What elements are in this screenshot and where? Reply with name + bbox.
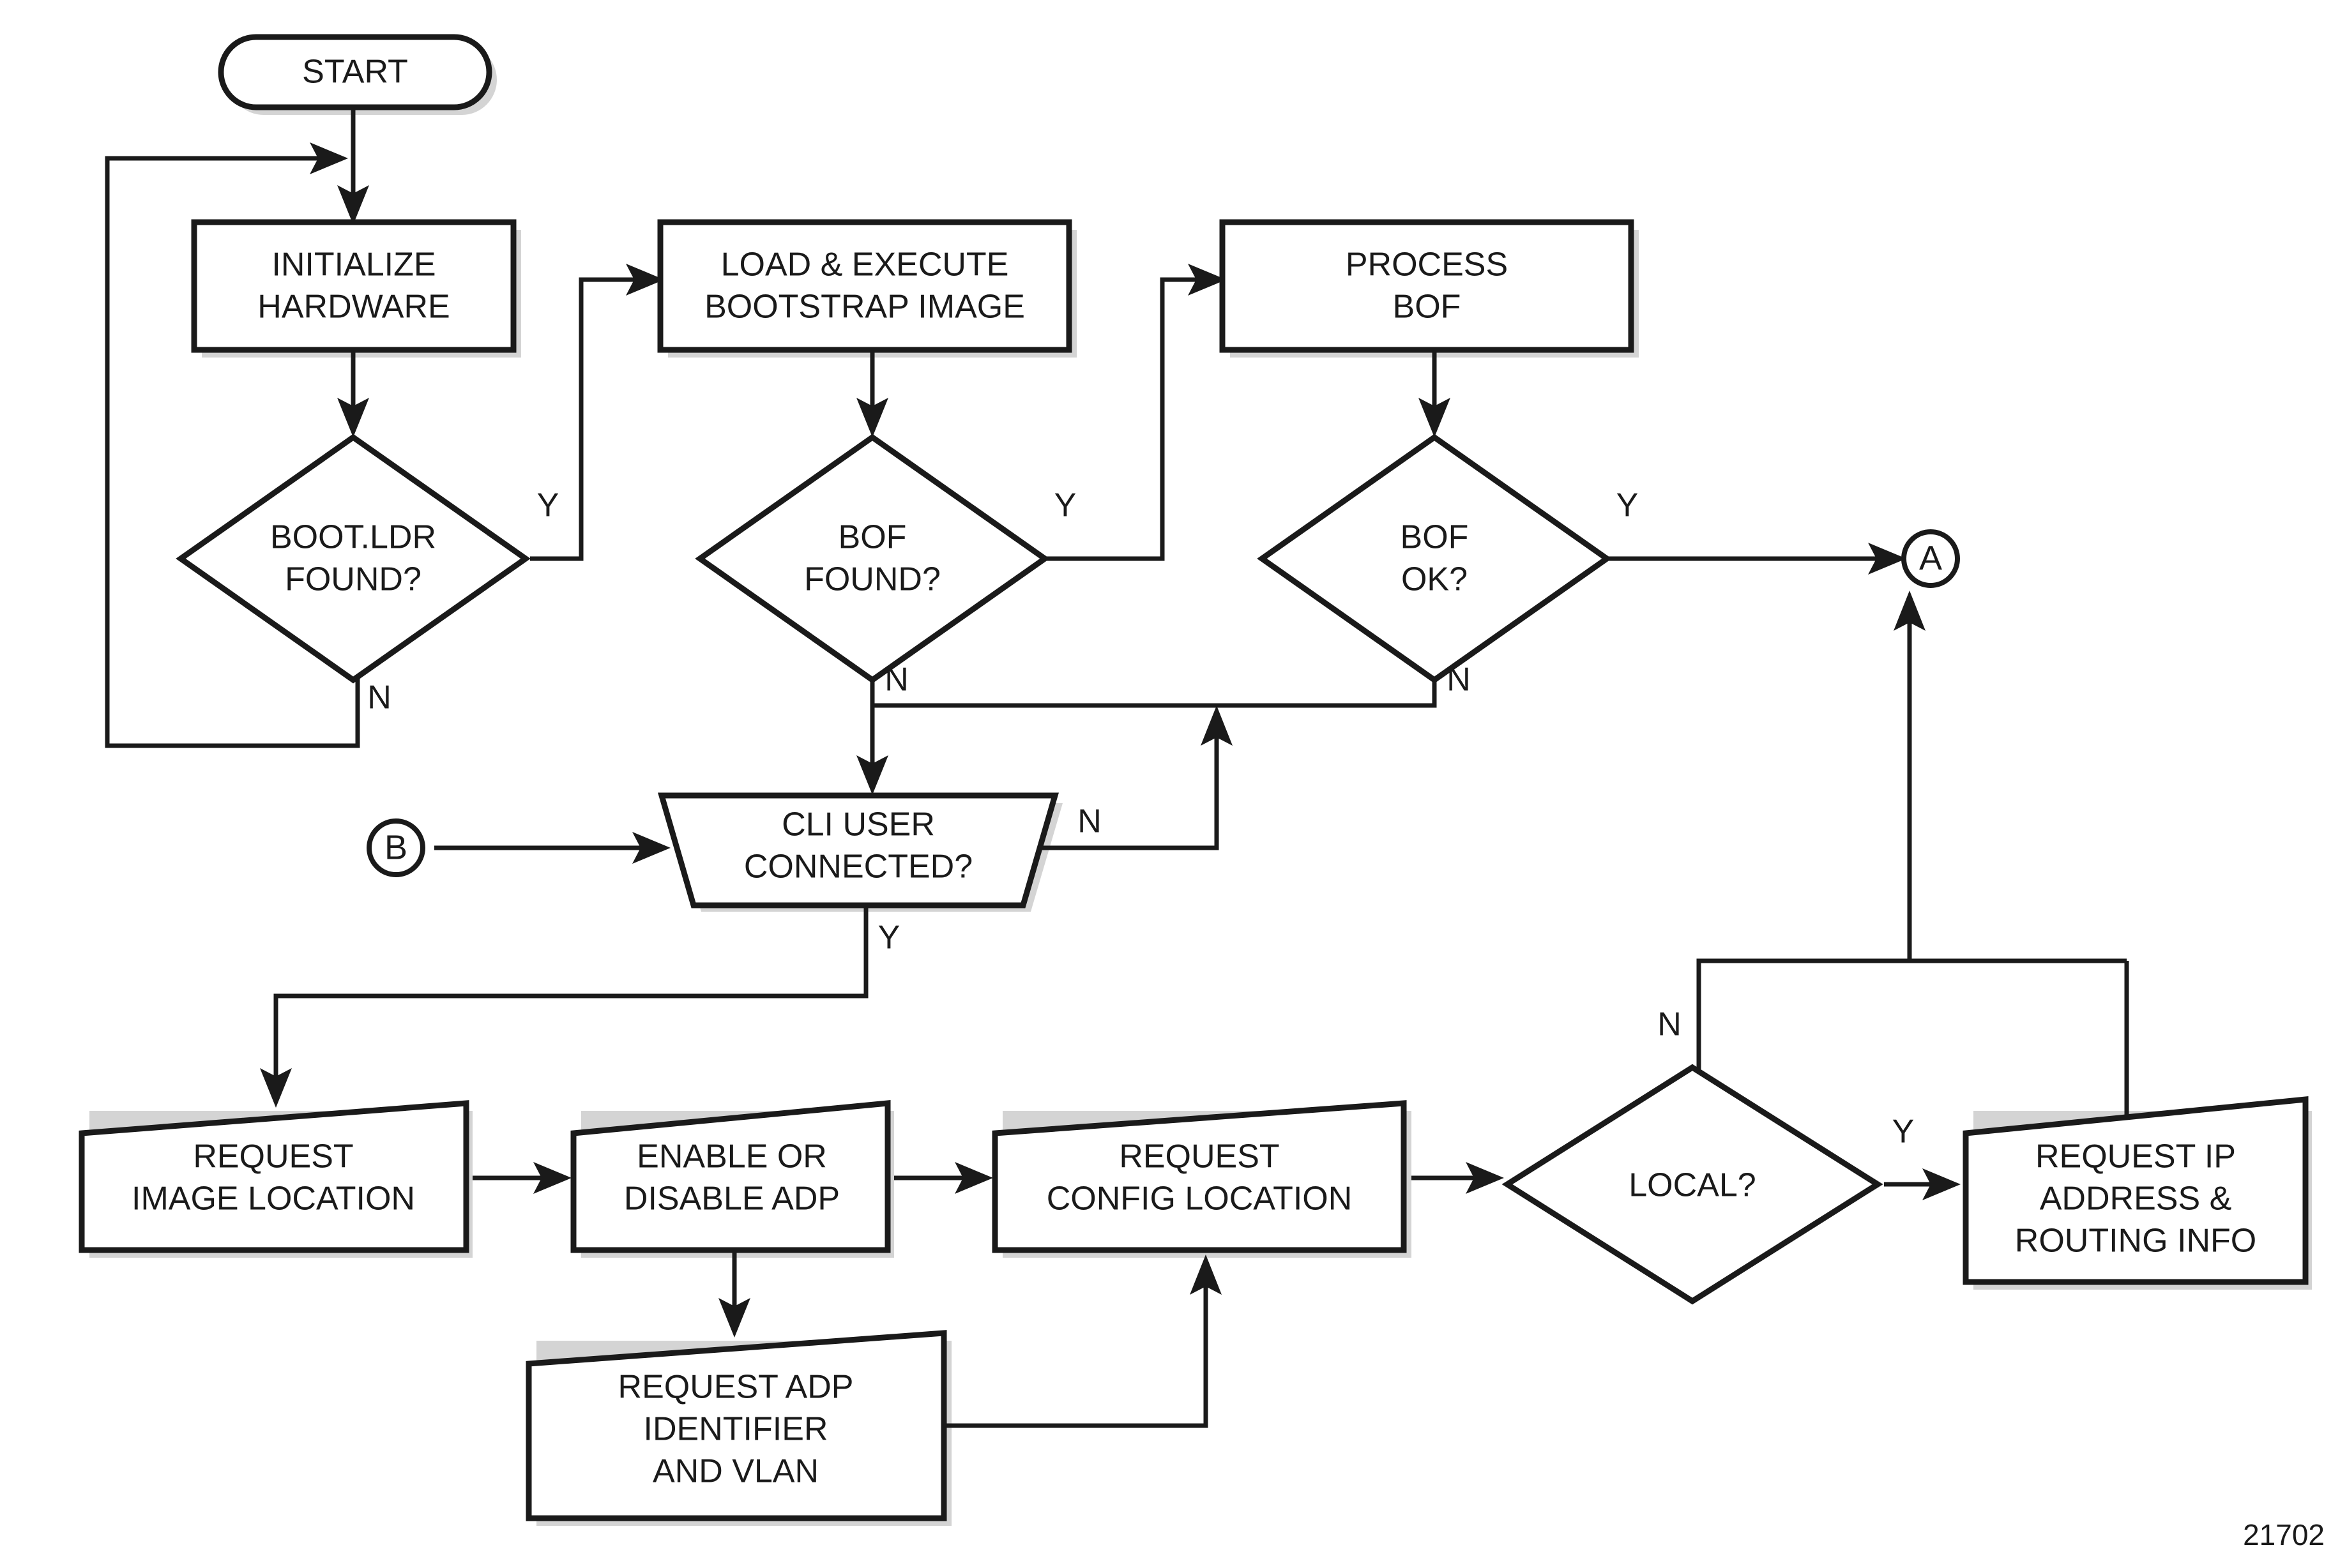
node-local[interactable] bbox=[1501, 1064, 1883, 1305]
label-local: LOCAL? bbox=[1629, 1167, 1756, 1204]
edge-label-bootldr-no: N bbox=[367, 679, 391, 716]
label-enable-disable-adp-line1: ENABLE OR bbox=[637, 1138, 827, 1175]
arrowhead-local-yes bbox=[1922, 1168, 1961, 1200]
label-request-config-location-line2: CONFIG LOCATION bbox=[1047, 1180, 1353, 1217]
shape-layer bbox=[79, 34, 2309, 1521]
arrowhead-enableadp-to-reqadp bbox=[718, 1298, 750, 1338]
arrowhead-start-to-init bbox=[337, 185, 369, 225]
arrowhead-init-to-bootldr bbox=[337, 398, 369, 437]
connector-b[interactable] bbox=[367, 818, 425, 877]
node-initialize-hardware[interactable] bbox=[191, 219, 517, 353]
label-request-image-location-line2: IMAGE LOCATION bbox=[132, 1180, 415, 1217]
label-start: START bbox=[302, 54, 408, 91]
arrowhead-bootldr-yes bbox=[626, 264, 664, 296]
edge-label-bofok-yes: Y bbox=[1616, 487, 1639, 524]
edge-bootldr-no-loopback bbox=[105, 156, 360, 748]
edge-boffound-yes bbox=[1045, 277, 1201, 561]
edge-label-cliuser-yes: Y bbox=[878, 919, 900, 956]
label-initialize-hardware-line2: HARDWARE bbox=[257, 289, 450, 326]
label-request-config-location-line1: REQUEST bbox=[1119, 1138, 1279, 1175]
label-request-ip-line3: ROUTING INFO bbox=[2015, 1223, 2256, 1260]
label-bof-ok-line1: BOF bbox=[1401, 519, 1469, 556]
arrowhead-cliuser-yes bbox=[260, 1068, 292, 1108]
arrowhead-loopback-to-init bbox=[310, 142, 348, 174]
arrowhead-reqadp-to-reqconfig bbox=[1190, 1255, 1222, 1295]
edge-bootldr-yes bbox=[530, 277, 639, 561]
arrowhead-b-to-cliuser bbox=[632, 832, 671, 864]
label-layer: START INITIALIZE HARDWARE BOOT.LDR FOUND… bbox=[132, 54, 2325, 1551]
node-start[interactable] bbox=[218, 34, 492, 110]
arrowhead-reqimg-to-enableadp bbox=[533, 1162, 572, 1194]
label-request-adp-line3: AND VLAN bbox=[653, 1453, 819, 1490]
label-bof-found-line2: FOUND? bbox=[804, 561, 941, 598]
label-connector-a: A bbox=[1919, 539, 1942, 577]
connector-a[interactable] bbox=[1901, 529, 1960, 588]
label-bof-ok-line2: OK? bbox=[1401, 561, 1468, 598]
arrowhead-boffound-yes bbox=[1188, 264, 1226, 296]
node-request-config-location[interactable] bbox=[992, 1100, 1407, 1253]
edge-label-local-no: N bbox=[1657, 1006, 1682, 1043]
edge-local-no bbox=[1696, 958, 2127, 1073]
label-request-ip-line2: ADDRESS & bbox=[2040, 1180, 2232, 1217]
figure-number: 21702 bbox=[2243, 1518, 2325, 1551]
arrowhead-cliuser-no-up bbox=[1201, 705, 1233, 746]
arrowhead-processbof-to-bofok bbox=[1418, 398, 1450, 437]
arrowhead-boffound-no-to-cli bbox=[856, 755, 888, 795]
label-request-adp-line2: IDENTIFIER bbox=[644, 1411, 828, 1448]
edge-label-boffound-no: N bbox=[885, 661, 909, 698]
arrowhead-load-to-boffound bbox=[856, 398, 888, 437]
arrowhead-bofok-yes-to-a bbox=[1868, 543, 1906, 575]
node-bootldr-found[interactable] bbox=[176, 433, 531, 684]
label-bof-found-line1: BOF bbox=[839, 519, 907, 556]
label-enable-disable-adp-line2: DISABLE ADP bbox=[624, 1180, 840, 1217]
edge-label-local-yes: Y bbox=[1892, 1113, 1915, 1150]
edge-cliuser-yes bbox=[273, 905, 869, 1082]
label-request-adp-line1: REQUEST ADP bbox=[618, 1369, 854, 1406]
node-process-bof[interactable] bbox=[1219, 219, 1634, 353]
node-request-adp-identifier-vlan[interactable] bbox=[526, 1330, 947, 1521]
label-initialize-hardware-line1: INITIALIZE bbox=[271, 246, 436, 283]
label-connector-b: B bbox=[384, 828, 407, 866]
node-load-execute-bootstrap[interactable] bbox=[657, 219, 1072, 353]
edge-cliuser-no bbox=[1038, 734, 1219, 850]
node-cli-user-connected[interactable] bbox=[658, 792, 1059, 908]
label-process-bof-line1: PROCESS bbox=[1346, 246, 1508, 283]
arrowhead-reqconfig-to-local bbox=[1466, 1162, 1504, 1194]
node-bof-found[interactable] bbox=[695, 433, 1050, 684]
label-load-execute-line1: LOAD & EXECUTE bbox=[721, 246, 1009, 283]
edge-label-cliuser-no: N bbox=[1077, 803, 1102, 840]
edge-reqadp-to-reqconfig bbox=[945, 1283, 1208, 1428]
edge-label-boffound-yes: Y bbox=[1054, 487, 1077, 524]
node-enable-disable-adp[interactable] bbox=[570, 1100, 891, 1253]
edge-label-bofok-no: N bbox=[1447, 661, 1471, 698]
edge-layer bbox=[105, 110, 2129, 1428]
label-request-ip-line1: REQUEST IP bbox=[2035, 1138, 2236, 1175]
label-cli-user-line1: CLI USER bbox=[782, 806, 935, 843]
label-bootldr-found-line2: FOUND? bbox=[285, 561, 422, 598]
label-request-image-location-line1: REQUEST bbox=[193, 1138, 353, 1175]
label-load-execute-line2: BOOTSTRAP IMAGE bbox=[704, 289, 1025, 326]
arrowhead-riser-to-a bbox=[1894, 591, 1925, 631]
edge-bofok-no bbox=[872, 677, 1437, 708]
node-request-image-location[interactable] bbox=[79, 1100, 469, 1253]
node-request-ip-routing[interactable] bbox=[1963, 1096, 2309, 1285]
label-cli-user-line2: CONNECTED? bbox=[744, 848, 973, 886]
arrowhead-enableadp-to-reqconfig bbox=[955, 1162, 993, 1194]
label-process-bof-line2: BOF bbox=[1393, 289, 1461, 326]
node-bof-ok[interactable] bbox=[1257, 433, 1612, 684]
edge-label-bootldr-yes: Y bbox=[537, 487, 559, 524]
label-bootldr-found-line1: BOOT.LDR bbox=[270, 519, 436, 556]
